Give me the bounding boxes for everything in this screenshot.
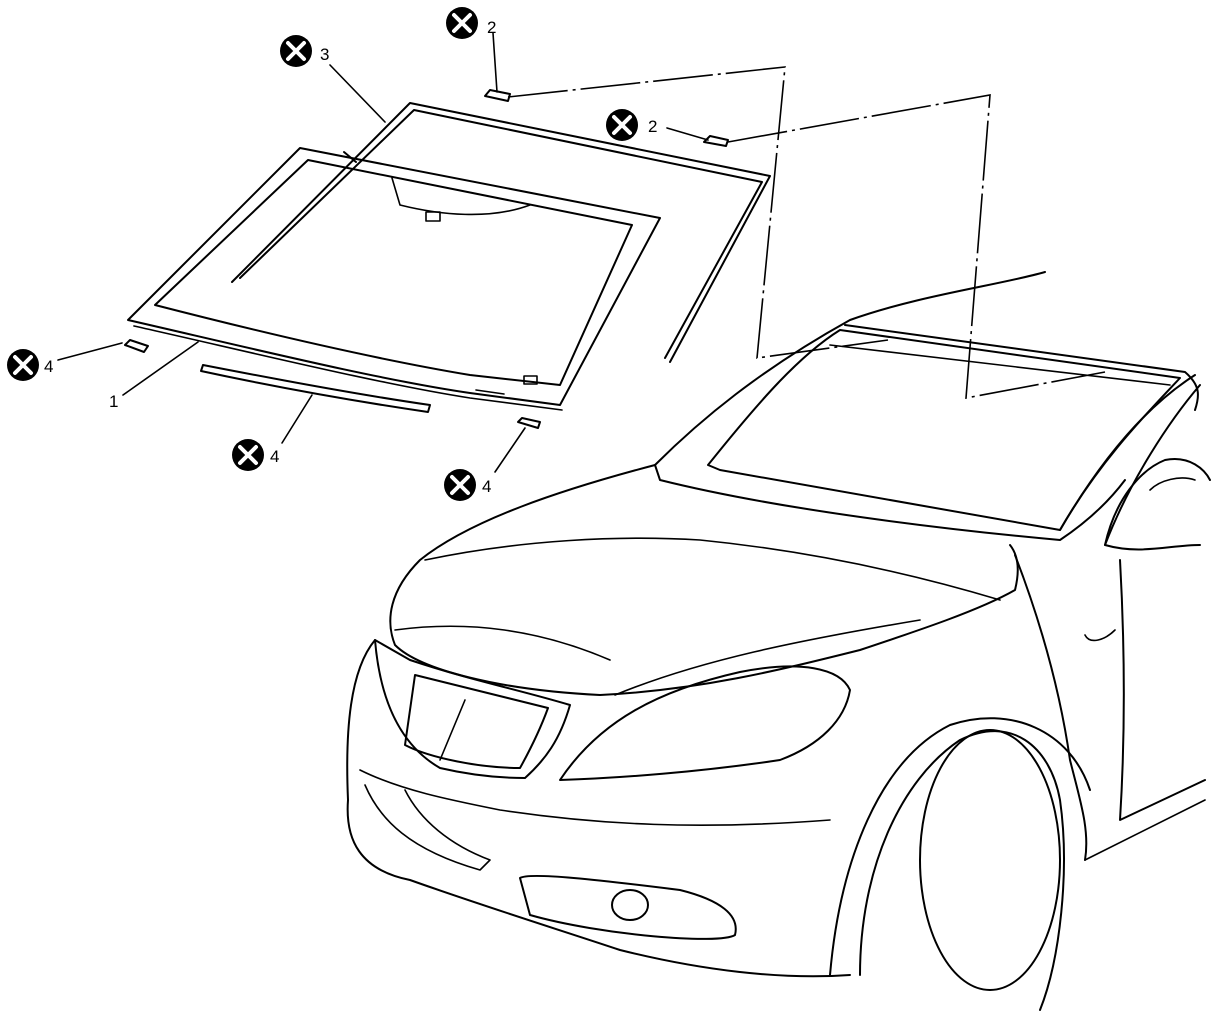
hood-crease (424, 537, 1001, 601)
mirror-mount (425, 211, 441, 222)
leader-4-lower (281, 394, 313, 444)
leader-3 (329, 64, 386, 123)
roof-front-edge (654, 271, 1046, 466)
callouts: 1 2 2 3 4 4 4 (5, 5, 657, 503)
upper-molding-outer (231, 102, 771, 363)
leader-lines (57, 32, 709, 473)
wheel-arch (829, 717, 1091, 976)
door-sill (1084, 799, 1206, 861)
dam-right-piece (517, 417, 541, 429)
leader-1 (122, 341, 199, 396)
vehicle-body (346, 271, 1211, 1011)
leader-4-right (494, 427, 526, 473)
mirror-base-shadow (391, 177, 531, 216)
windshield-glass (127, 147, 661, 411)
upper-molding-inner (239, 109, 763, 359)
door-handle (1084, 629, 1116, 642)
tire-outer (859, 730, 1065, 1011)
do-not-reuse-icon (5, 347, 41, 383)
grille-opening (404, 674, 549, 769)
vin-window (523, 375, 538, 385)
guide-spacer-b (727, 94, 1106, 399)
bumper-line (359, 769, 831, 826)
position-guides (507, 66, 1106, 399)
cowl-line (654, 464, 1126, 541)
mirror-detail (1149, 477, 1196, 491)
do-not-reuse-icon (278, 33, 314, 69)
dam-lower-strip (200, 364, 431, 413)
a-pillar-inner (1104, 384, 1201, 546)
guide-spacer-a (507, 66, 889, 359)
upper-molding (231, 102, 771, 363)
fog-lamp (611, 889, 649, 921)
fender-line (1014, 554, 1088, 861)
bumper-lower-grille (364, 784, 491, 871)
headlight (559, 665, 851, 781)
windshield-glass-outer (127, 147, 661, 406)
windshield-glass-inner (154, 159, 633, 386)
callout-label: 4 (270, 447, 279, 466)
leader-2a (492, 32, 498, 93)
dam-left-piece (124, 339, 149, 353)
a-pillar (1059, 374, 1196, 531)
hood-front-line (394, 625, 611, 661)
leader-4-left (57, 342, 123, 361)
hood-outline (389, 464, 1019, 696)
dam-parts (124, 89, 729, 429)
callout-label: 3 (320, 45, 329, 64)
spacer-a-piece (484, 89, 511, 102)
callout-label: 2 (648, 117, 657, 136)
spacer-b-piece (703, 135, 729, 147)
do-not-reuse-icon (230, 437, 266, 473)
do-not-reuse-icon (442, 467, 478, 503)
grille-bar (439, 699, 466, 761)
hood-line-2 (614, 619, 921, 696)
do-not-reuse-icon (444, 5, 480, 41)
upper-molding-top (343, 151, 357, 163)
callout-label: 4 (482, 477, 491, 496)
fog-lamp-housing (519, 874, 737, 940)
grille-surround (374, 639, 571, 779)
wheel-rim (919, 729, 1061, 991)
bumper-outline (346, 639, 851, 978)
do-not-reuse-icon (604, 107, 640, 143)
leader-2b (666, 127, 709, 141)
callout-label: 4 (44, 357, 53, 376)
door-line (1119, 559, 1206, 821)
callout-label: 2 (487, 18, 496, 37)
windshield-opening-inner (829, 344, 1171, 386)
glass-marking (475, 389, 505, 395)
callout-label: 1 (109, 392, 118, 411)
windshield-glass-edge (133, 325, 563, 411)
side-mirror (1104, 458, 1211, 551)
